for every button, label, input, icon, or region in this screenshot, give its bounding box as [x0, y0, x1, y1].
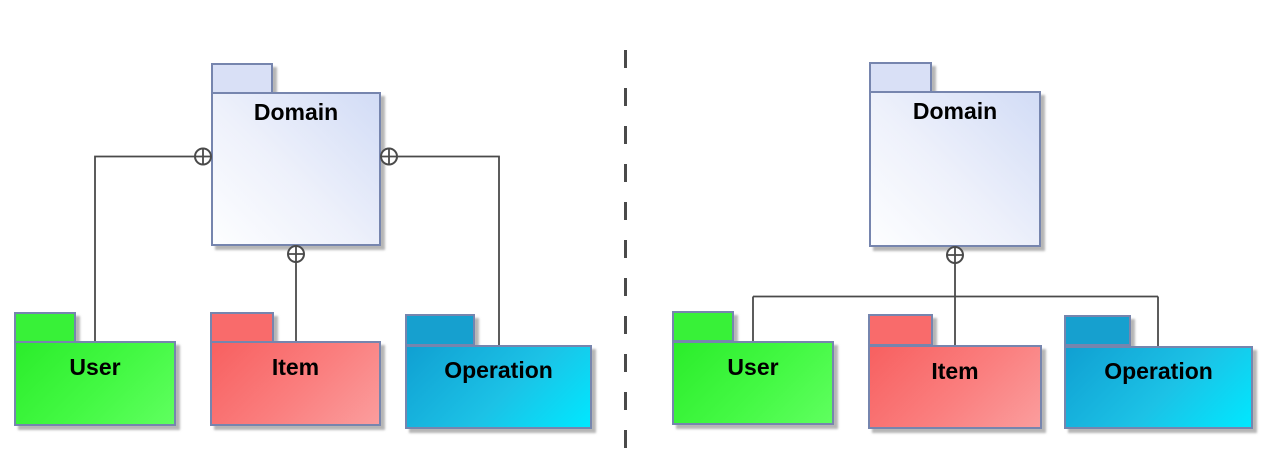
- circled-plus-icon: [287, 245, 305, 263]
- package-tab: [211, 63, 273, 94]
- package-label: Item: [271, 354, 320, 380]
- package-body: Item: [210, 341, 381, 426]
- circled-plus-icon: [946, 246, 964, 264]
- package-label: User: [69, 354, 121, 380]
- package-item: Item: [868, 314, 1042, 429]
- package-item: Item: [210, 312, 381, 426]
- package-tab: [210, 312, 274, 343]
- package-label: Item: [931, 358, 979, 384]
- package-tab: [14, 312, 76, 343]
- package-domain: Domain: [869, 62, 1041, 247]
- package-user: User: [672, 311, 834, 425]
- package-label: User: [727, 354, 779, 380]
- package-label: Domain: [253, 99, 339, 125]
- circled-plus-icon: [380, 147, 398, 166]
- package-tab: [672, 311, 734, 342]
- package-tab: [868, 314, 933, 346]
- package-tab: [869, 62, 932, 93]
- package-body: Operation: [1064, 346, 1253, 429]
- package-body: User: [672, 341, 834, 425]
- package-operation: Operation: [1064, 315, 1253, 429]
- package-body: User: [14, 341, 176, 426]
- package-domain: Domain: [211, 63, 381, 246]
- package-operation: Operation: [405, 314, 592, 429]
- package-user: User: [14, 312, 176, 426]
- package-body: Item: [868, 345, 1042, 429]
- package-body: Domain: [869, 91, 1041, 247]
- package-tab: [405, 314, 475, 346]
- package-body: Operation: [405, 345, 592, 429]
- package-tab: [1064, 315, 1131, 346]
- package-label: Domain: [912, 98, 998, 124]
- circled-plus-icon: [194, 147, 212, 166]
- package-label: Operation: [1104, 358, 1213, 384]
- package-label: Operation: [444, 357, 553, 383]
- package-body: Domain: [211, 92, 381, 246]
